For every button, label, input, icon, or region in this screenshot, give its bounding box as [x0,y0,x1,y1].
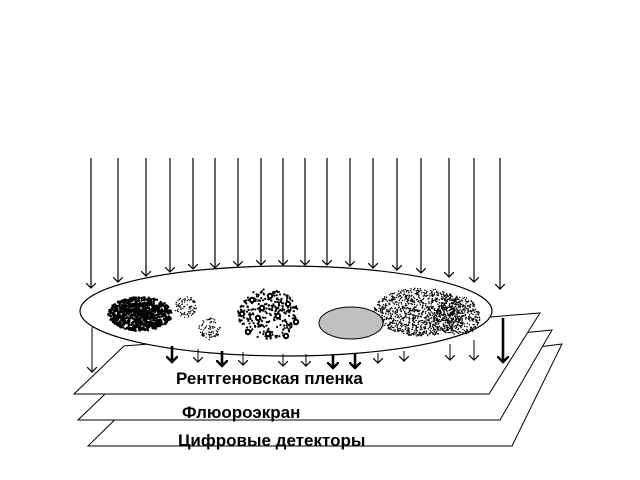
incoming-x-rays [91,158,500,289]
inclusion-dark-mass [107,296,173,332]
layer-label-x-ray-film: Рентгеновская пленка [176,369,363,388]
inclusion-diffuse [373,287,466,337]
inclusion-diffuse [435,295,481,335]
tissue-inclusions [107,287,481,341]
inclusion-small-speckle [174,296,197,318]
transmitted-x-rays [92,318,503,372]
inclusion-nodules [238,292,300,340]
inclusion-small-speckle [198,317,221,341]
layer-label-fluoroscreen: Флюороэкран [182,403,301,422]
layer-label-digital-detectors: Цифровые детекторы [178,431,366,450]
dense-inclusion [318,306,384,340]
